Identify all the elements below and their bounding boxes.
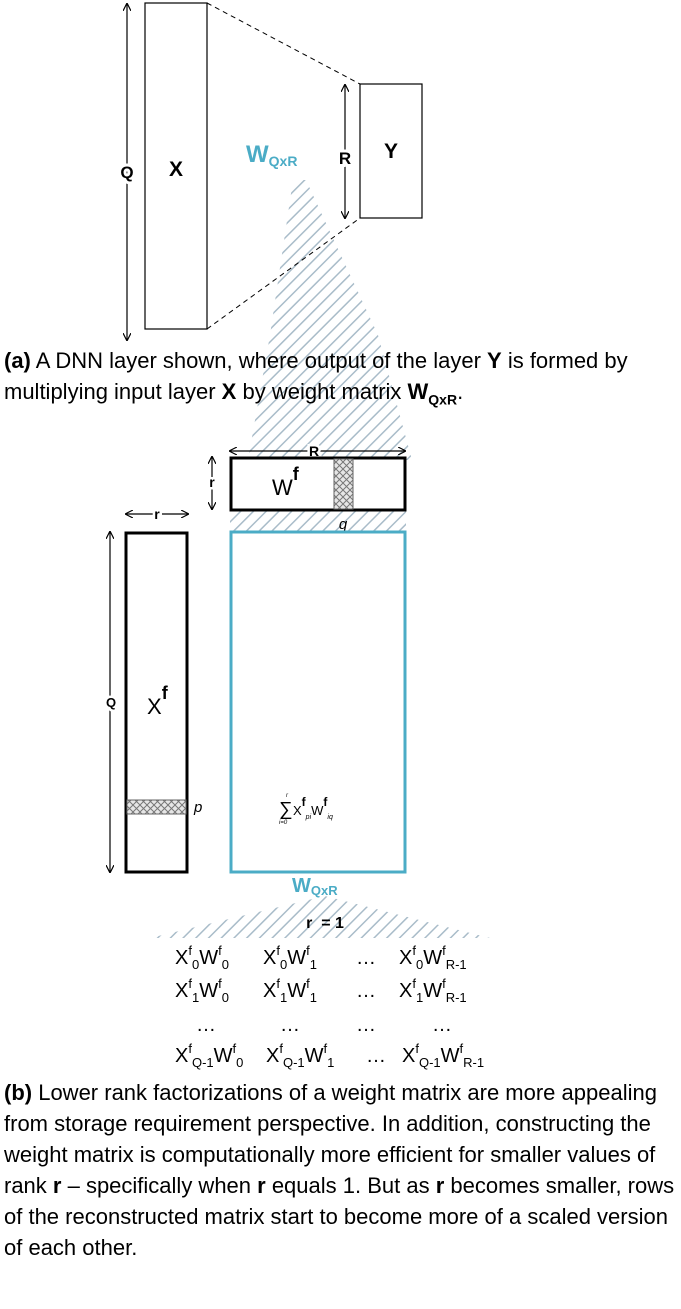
matrix-entry: Xf1WfR-1 [399, 976, 467, 1005]
xf-width-label: r [154, 506, 160, 522]
matrix-ellipsis: … [196, 1014, 216, 1036]
matrix-entry: XfQ-1WfR-1 [402, 1041, 484, 1070]
matrix-entry: Xf1Wf0 [175, 976, 229, 1005]
output-layer-y-label: Y [384, 140, 398, 163]
wf-shadow-hatch [230, 510, 406, 532]
svg-text:i=0: i=0 [279, 820, 288, 826]
matrix-ellipsis: … [366, 1045, 386, 1067]
q-dimension-label: Q [120, 163, 133, 182]
reconstructed-matrix: Xf0Wf0 Xf0Wf1 … Xf0WfR-1 Xf1Wf0 Xf1Wf1 …… [175, 943, 484, 1070]
matrix-ellipsis: … [356, 980, 376, 1002]
weight-matrix-label-a: WQxR [246, 141, 297, 169]
output-layer-y-box [359, 83, 423, 219]
projection-line-bottom [206, 217, 361, 330]
svg-text:r: r [286, 793, 289, 799]
wf-width-label: R [309, 443, 319, 459]
product-matrix-box [229, 530, 407, 874]
r-dimension-label: R [339, 149, 351, 168]
xf-height-label: Q [106, 695, 116, 710]
xf-factor-box [124, 531, 189, 874]
caption-b: (b) Lower rank factorizations of a weigh… [4, 1080, 675, 1260]
matrix-entry: Xf0Wf0 [175, 943, 229, 972]
caption-a: (a) A DNN layer shown, where output of t… [4, 348, 628, 408]
element-sum-formula: r ∑ i=0 XfpiWfiq [279, 793, 333, 826]
matrix-ellipsis: … [356, 947, 376, 969]
matrix-entry: XfQ-1Wf0 [175, 1041, 243, 1070]
wf-height-label: r [209, 474, 215, 490]
matrix-entry: Xf0Wf1 [263, 943, 317, 972]
matrix-entry: XfQ-1Wf1 [266, 1041, 334, 1070]
matrix-ellipsis: … [280, 1014, 300, 1036]
matrix-entry: Xf0WfR-1 [399, 943, 467, 972]
input-layer-x-box [144, 2, 208, 330]
wf-factor-label: Wf [272, 464, 300, 500]
rank-hatch-bottom [150, 896, 490, 938]
wf-column-label: q [339, 516, 348, 533]
matrix-ellipsis: … [432, 1014, 452, 1036]
xf-row-label: p [193, 799, 202, 816]
xf-row-p [126, 799, 187, 815]
wf-column-q [333, 458, 354, 510]
svg-text:∑: ∑ [279, 799, 293, 820]
xf-factor-label: Xf [147, 683, 169, 719]
product-matrix-label: WQxR [292, 875, 338, 898]
rank-label: r = 1 [306, 915, 344, 932]
wf-factor-box [229, 456, 407, 512]
matrix-entry: Xf1Wf1 [263, 976, 317, 1005]
matrix-ellipsis: … [356, 1014, 376, 1036]
weight-projection-hatch-top [248, 180, 412, 460]
input-layer-x-label: X [169, 158, 183, 181]
svg-text:XfpiWfiq: XfpiWfiq [293, 795, 333, 821]
projection-line-top [206, 2, 361, 85]
